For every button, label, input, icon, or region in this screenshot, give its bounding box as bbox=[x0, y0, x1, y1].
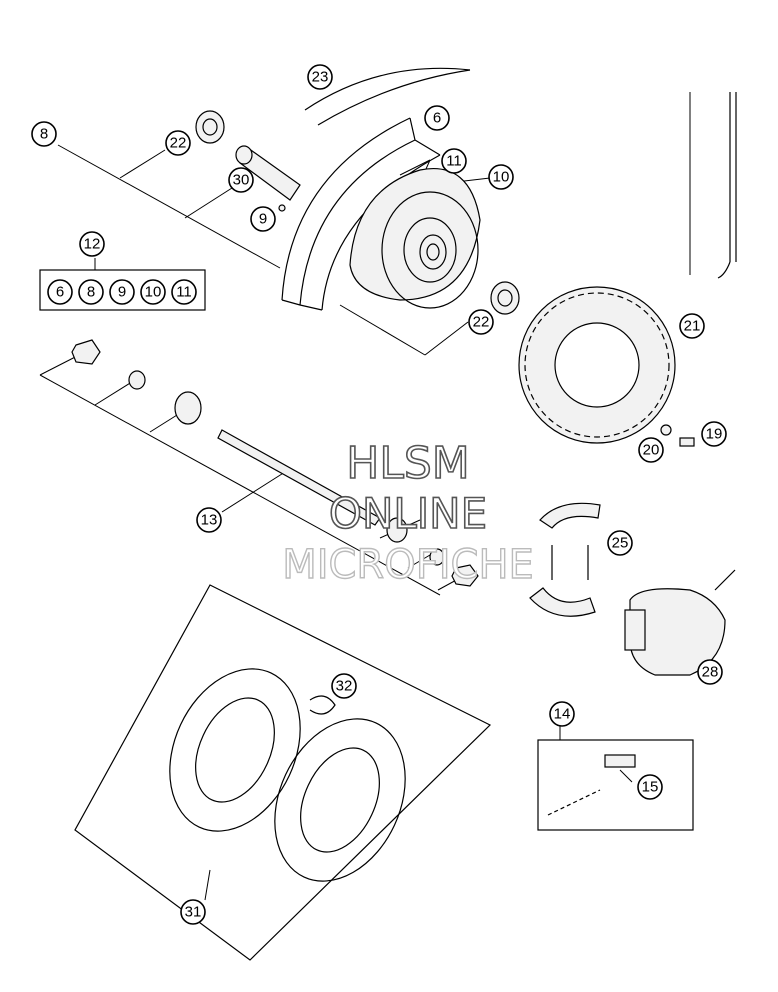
svg-text:20: 20 bbox=[643, 442, 660, 459]
svg-text:21: 21 bbox=[684, 318, 701, 335]
watermark-line-1: HLSM bbox=[346, 438, 470, 489]
callout-30: 30 bbox=[228, 167, 254, 193]
svg-text:6: 6 bbox=[56, 284, 64, 301]
brake-shoes-part bbox=[529, 502, 601, 617]
svg-text:9: 9 bbox=[259, 211, 267, 228]
nut-20 bbox=[660, 424, 672, 436]
watermark-line-3: MICROFICHE bbox=[282, 542, 534, 588]
svg-text:19: 19 bbox=[706, 426, 723, 443]
svg-text:11: 11 bbox=[176, 284, 192, 301]
svg-text:10: 10 bbox=[145, 284, 162, 301]
callout-28: 28 bbox=[697, 659, 723, 685]
kit-12-item-11: 11 bbox=[171, 279, 197, 305]
svg-text:25: 25 bbox=[612, 535, 629, 552]
svg-text:15: 15 bbox=[642, 779, 659, 796]
callout-13: 13 bbox=[196, 507, 222, 533]
spacer-30 bbox=[235, 145, 301, 201]
callout-8: 8 bbox=[31, 121, 57, 147]
gasket-kit-part bbox=[74, 584, 492, 961]
washer-right bbox=[429, 548, 445, 566]
chain-kit-box bbox=[537, 739, 694, 831]
svg-text:6: 6 bbox=[433, 110, 441, 127]
chain-master-link-15 bbox=[604, 754, 636, 768]
watermark: HLSM ONLINE MICROFICHE bbox=[281, 437, 534, 589]
svg-text:22: 22 bbox=[473, 314, 490, 331]
callout-15: 15 bbox=[637, 774, 663, 800]
svg-text:9: 9 bbox=[118, 284, 126, 301]
spacer-right bbox=[386, 517, 408, 543]
callout-11: 11 bbox=[441, 148, 467, 174]
leader-lines bbox=[39, 144, 633, 901]
svg-text:8: 8 bbox=[40, 126, 48, 143]
callout-23: 23 bbox=[307, 64, 333, 90]
bearing-22-bottom bbox=[490, 281, 520, 315]
spoke-part bbox=[689, 92, 737, 279]
kit-12-item-9: 9 bbox=[109, 279, 135, 305]
svg-text:8: 8 bbox=[87, 284, 95, 301]
rim-strip-part bbox=[304, 67, 471, 126]
callout-20: 20 bbox=[638, 437, 664, 463]
spacer-left bbox=[174, 391, 202, 425]
callout-22-top: 22 bbox=[165, 130, 191, 156]
kit-12-item-8: 8 bbox=[78, 279, 104, 305]
watermark-line-2: ONLINE bbox=[329, 489, 487, 538]
bolt-19 bbox=[679, 437, 695, 447]
callout-14: 14 bbox=[549, 701, 575, 727]
svg-text:10: 10 bbox=[493, 169, 510, 186]
callout-9: 9 bbox=[250, 206, 276, 232]
callout-22-bottom: 22 bbox=[468, 309, 494, 335]
svg-text:32: 32 bbox=[336, 678, 353, 695]
svg-text:11: 11 bbox=[446, 153, 462, 170]
callout-10: 10 bbox=[488, 164, 514, 190]
svg-text:22: 22 bbox=[170, 135, 187, 152]
svg-text:31: 31 bbox=[185, 904, 202, 921]
rim-part bbox=[281, 117, 441, 311]
callout-25: 25 bbox=[607, 530, 633, 556]
callout-21: 21 bbox=[679, 313, 705, 339]
svg-text:12: 12 bbox=[84, 236, 101, 253]
svg-text:30: 30 bbox=[233, 172, 250, 189]
kit-12-item-10: 10 bbox=[140, 279, 166, 305]
callout-19: 19 bbox=[701, 421, 727, 447]
callout-6: 6 bbox=[424, 105, 450, 131]
bearing-22-top bbox=[195, 110, 225, 144]
callout-32: 32 bbox=[331, 673, 357, 699]
nipple-9 bbox=[278, 204, 286, 212]
axle-nut-right bbox=[451, 564, 479, 587]
sprocket-part bbox=[518, 286, 676, 444]
cable-tie-32 bbox=[309, 695, 336, 715]
axle-nut-left bbox=[71, 339, 101, 365]
axle-13 bbox=[217, 429, 381, 526]
kit-12-item-6: 6 bbox=[47, 279, 73, 305]
svg-text:14: 14 bbox=[554, 706, 571, 723]
svg-text:23: 23 bbox=[312, 69, 329, 86]
callout-12: 12 bbox=[79, 231, 105, 257]
svg-text:28: 28 bbox=[702, 664, 719, 681]
svg-text:13: 13 bbox=[201, 512, 218, 529]
callout-31: 31 bbox=[180, 899, 206, 925]
brake-plate-part bbox=[624, 569, 736, 676]
hub-part bbox=[349, 168, 481, 309]
washer-left bbox=[128, 370, 146, 390]
chain-part bbox=[547, 789, 601, 816]
kit-12-box bbox=[39, 269, 206, 311]
